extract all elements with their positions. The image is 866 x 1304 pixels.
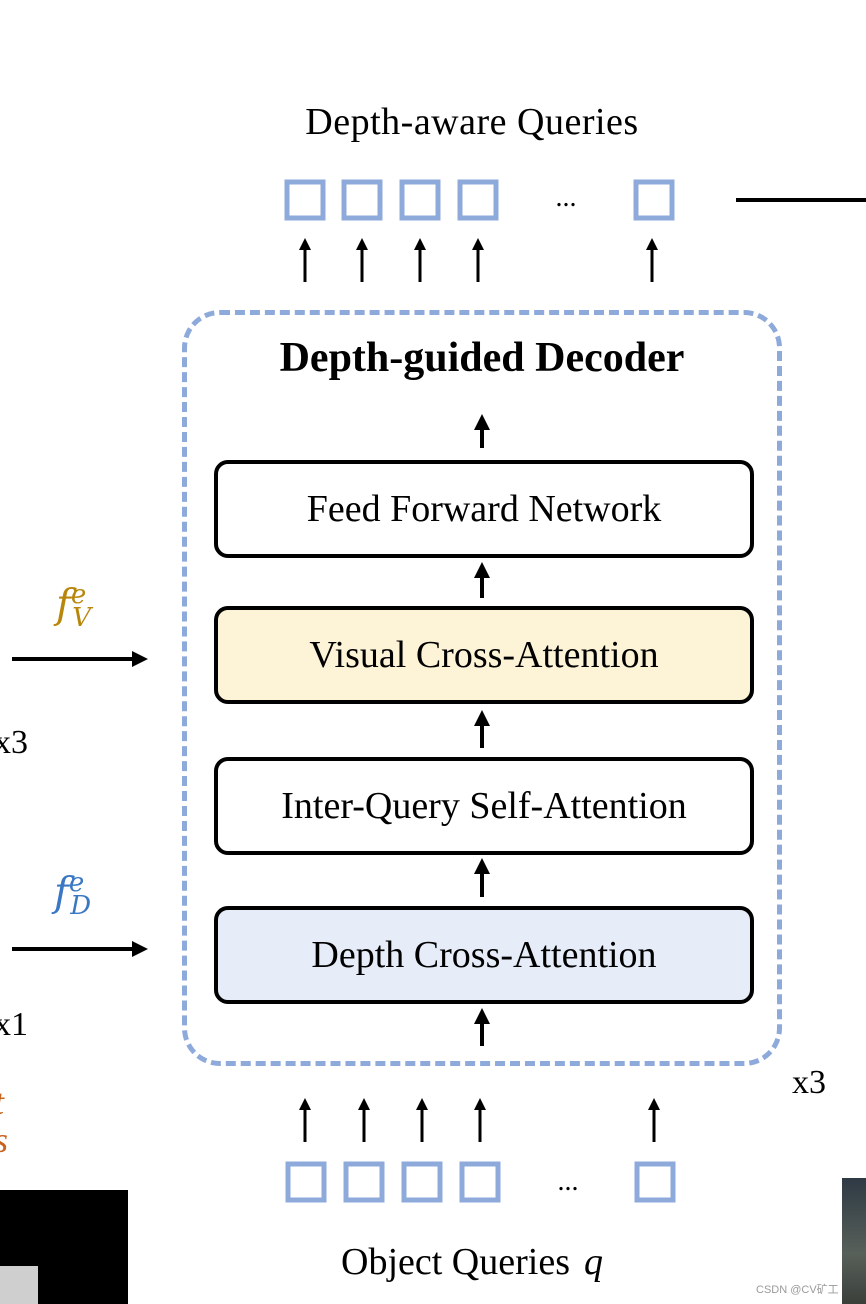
depth-cross-attention-block: Depth Cross-Attention — [214, 906, 754, 1004]
dca-label: Depth Cross-Attention — [311, 934, 657, 976]
visual-feature-label: feV — [56, 580, 91, 634]
output-query-box — [457, 179, 499, 221]
cropped-grey-patch — [0, 1266, 38, 1304]
output-query-box — [341, 179, 383, 221]
input-query-box — [285, 1161, 327, 1203]
decoder-repeat-label: x3 — [792, 1064, 826, 1101]
watermark: CSDN @CV矿工 — [756, 1284, 839, 1296]
inter-query-self-attention-block: Inter-Query Self-Attention — [214, 757, 754, 855]
left-lower-repeat-label: x1 — [0, 1006, 28, 1043]
cropped-photo-strip — [842, 1178, 866, 1304]
iqsa-label: Inter-Query Self-Attention — [281, 785, 687, 827]
output-query-boxes — [284, 179, 675, 221]
output-ellipsis: ... — [556, 182, 577, 213]
decoder-dashed-frame — [182, 310, 782, 1066]
decoder-title: Depth-guided Decoder — [279, 335, 685, 381]
output-queries-label: Depth‑aware Queries — [305, 101, 639, 143]
depth-feature-label: feD — [54, 868, 92, 922]
input-up-arrows — [299, 1098, 660, 1142]
input-query-box — [634, 1161, 676, 1203]
input-query-boxes — [285, 1161, 676, 1203]
visual-cross-attention-block: Visual Cross-Attention — [214, 606, 754, 704]
vca-label: Visual Cross-Attention — [309, 634, 659, 676]
output-query-box — [633, 179, 675, 221]
left-upper-repeat-label: x3 — [0, 724, 28, 761]
side-input-arrows — [12, 651, 148, 957]
cropped-orange-text: t s — [0, 1083, 8, 1160]
output-query-box — [399, 179, 441, 221]
input-query-box — [459, 1161, 501, 1203]
ffn-label: Feed Forward Network — [306, 488, 662, 530]
output-up-arrows — [299, 238, 658, 282]
input-ellipsis: ... — [558, 1166, 579, 1197]
input-query-box — [343, 1161, 385, 1203]
output-query-box — [284, 179, 326, 221]
feed-forward-network-block: Feed Forward Network — [214, 460, 754, 558]
input-query-box — [401, 1161, 443, 1203]
